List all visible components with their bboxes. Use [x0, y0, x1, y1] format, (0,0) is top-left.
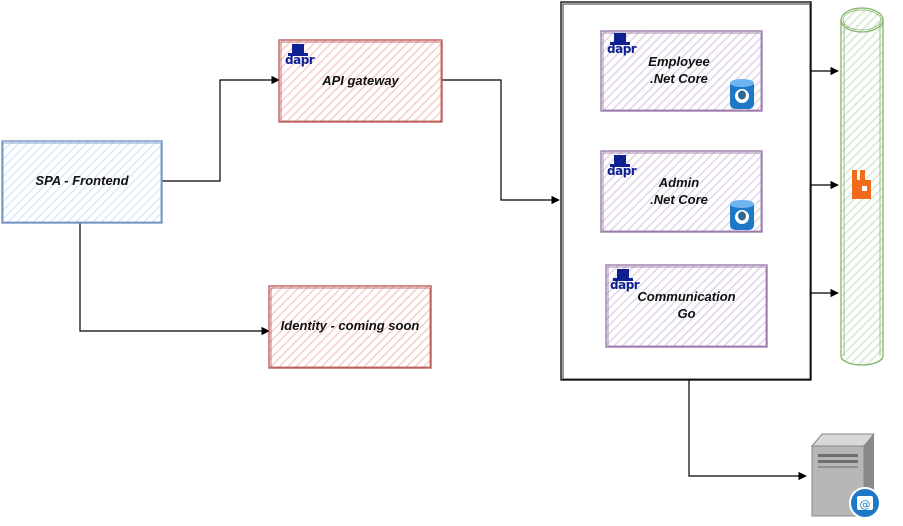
postgresql-icon — [730, 79, 754, 109]
edge-gateway-to-services — [442, 79, 560, 205]
employee-label: Employee .Net Core — [648, 54, 710, 86]
edge-spa-to-gateway — [162, 75, 280, 182]
admin-label: Admin .Net Core — [650, 175, 708, 207]
edge-communication-to-mail — [688, 347, 807, 481]
dapr-logo-text: dapr — [610, 278, 640, 292]
edge-spa-to-identity — [79, 223, 270, 336]
dapr-logo-text: dapr — [285, 53, 315, 67]
identity-box — [268, 285, 432, 369]
dapr-logo-icon: dapr — [284, 44, 316, 70]
communication-label: Communication Go — [637, 289, 736, 321]
rabbitmq-icon — [852, 170, 871, 199]
spa-frontend-label: SPA - Frontend — [35, 173, 129, 188]
postgresql-icon — [730, 200, 754, 230]
dapr-logo-icon: dapr — [606, 33, 638, 59]
svg-text:@: @ — [860, 498, 871, 511]
identity-label: Identity - coming soon — [280, 318, 420, 333]
spa-frontend-box — [1, 140, 163, 224]
dapr-logo-icon: dapr — [609, 269, 641, 295]
mail-server-icon: @ — [810, 433, 881, 519]
dapr-logo-text: dapr — [607, 42, 637, 56]
dapr-logo-icon: dapr — [606, 155, 638, 181]
api-gateway-label: API gateway — [322, 73, 399, 88]
dapr-logo-text: dapr — [607, 164, 637, 178]
